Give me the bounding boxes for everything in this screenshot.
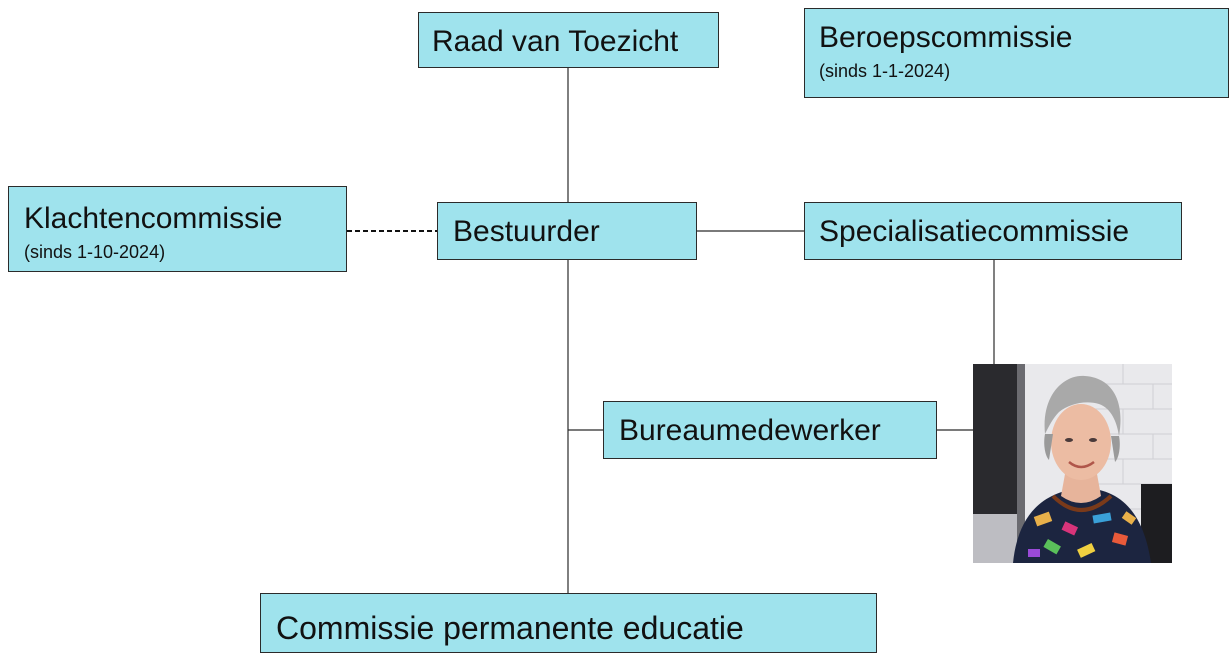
node-commissie-permanente-educatie: Commissie permanente educatie bbox=[260, 593, 877, 653]
node-klachtencommissie: Klachtencommissie (sinds 1-10-2024) bbox=[8, 186, 347, 272]
node-title: Raad van Toezicht bbox=[432, 25, 679, 58]
portrait-image bbox=[973, 364, 1172, 563]
node-bureaumedewerker: Bureaumedewerker bbox=[603, 401, 937, 459]
node-raad-van-toezicht: Raad van Toezicht bbox=[418, 12, 719, 68]
node-title: Beroepscommissie bbox=[819, 21, 1073, 54]
node-title: Bestuurder bbox=[453, 215, 600, 248]
node-subtitle: (sinds 1-10-2024) bbox=[24, 242, 166, 262]
node-title: Specialisatiecommissie bbox=[819, 215, 1130, 248]
node-title: Commissie permanente educatie bbox=[276, 610, 744, 646]
node-specialisatiecommissie: Specialisatiecommissie bbox=[804, 202, 1182, 260]
person-photo bbox=[973, 364, 1172, 563]
node-subtitle: (sinds 1-1-2024) bbox=[819, 61, 951, 81]
node-title: Klachtencommissie bbox=[24, 202, 283, 235]
node-beroepscommissie: Beroepscommissie (sinds 1-1-2024) bbox=[804, 8, 1229, 98]
node-title: Bureaumedewerker bbox=[619, 414, 881, 447]
node-bestuurder: Bestuurder bbox=[437, 202, 697, 260]
